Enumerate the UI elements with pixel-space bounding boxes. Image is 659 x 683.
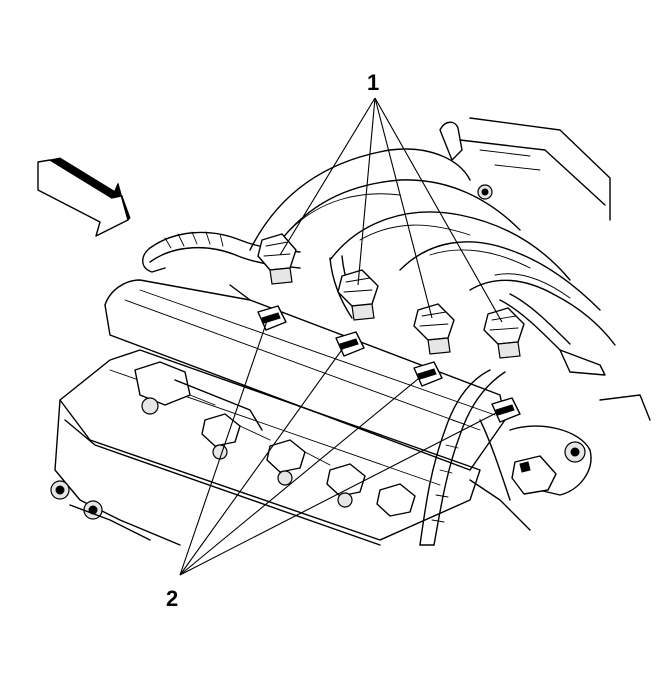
injector-retaining-clip-1 (257, 305, 287, 331)
callout-1-leader-lines (279, 97, 503, 323)
fuel-rail-assembly (104, 279, 506, 471)
view-direction-arrow-icon (37, 157, 131, 237)
injector-wiring-harness (142, 231, 571, 546)
fuel-injector-4 (483, 307, 525, 359)
intake-manifold (249, 117, 651, 421)
callout-label-1: 1 (367, 70, 380, 95)
cylinder-head (50, 349, 481, 546)
engine-bracket (469, 419, 592, 531)
fuel-injector-2 (337, 269, 379, 321)
injector-retaining-clip-3 (413, 361, 443, 387)
callout-2-leader-lines (179, 317, 503, 576)
injector-retaining-clip-4 (491, 397, 521, 423)
callout-label-2: 2 (166, 586, 179, 611)
fuel-injector-1 (257, 233, 297, 285)
fuel-injector-3 (413, 303, 455, 355)
